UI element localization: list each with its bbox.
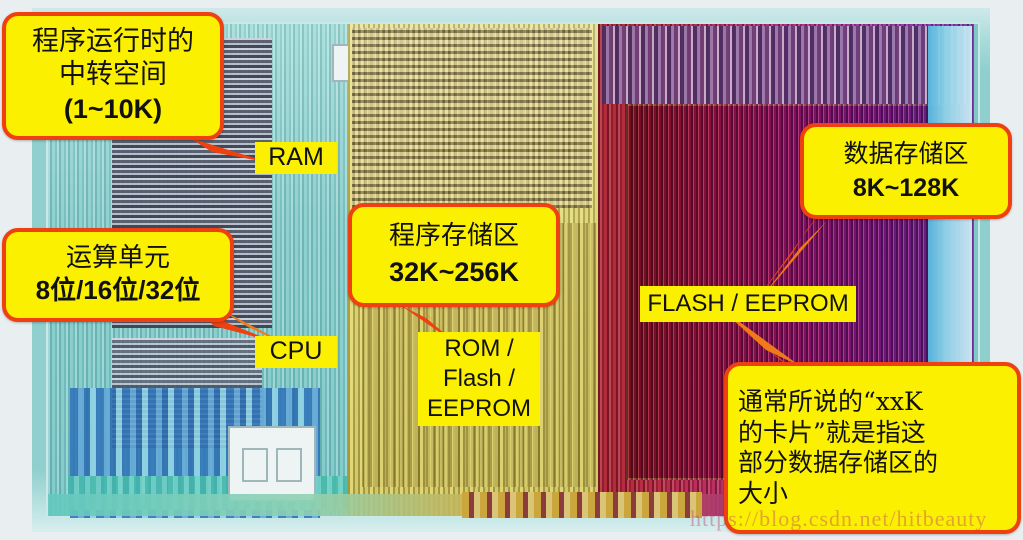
ram-tag-label: RAM [268,143,324,172]
ram-tag[interactable]: RAM [255,142,337,174]
rom-callout[interactable]: 程序存储区 32K~256K [348,203,560,307]
flash-callout-line1: 数据存储区 [843,139,969,168]
card-size-callout-line2: 的卡片”就是指这 [738,417,926,447]
rom-callout-line2: 32K~256K [389,257,519,288]
cpu-tag-label: CPU [269,337,323,366]
die-bond-pad [276,448,302,482]
cpu-callout[interactable]: 运算单元 8位/16位/32位 [2,228,234,322]
flash-callout[interactable]: 数据存储区 8K~128K [800,123,1012,219]
rom-tag-line2: Flash / [442,365,516,392]
card-size-callout-line4: 大小 [738,478,789,508]
flash-callout-line2: 8K~128K [852,173,960,202]
flash-tag[interactable]: FLASH / EEPROM [640,286,856,322]
rom-tag-line3: EEPROM [426,395,531,422]
cpu-callout-line2: 8位/16位/32位 [35,275,201,305]
card-size-callout-line1: 通常所说的“xxK [738,387,923,416]
rom-tag-line1: ROM / [444,335,514,362]
rom-callout-line1: 程序存储区 [388,220,519,251]
cpu-tag[interactable]: CPU [255,336,337,368]
ram-callout-line3: (1~10K) [63,94,163,125]
die-bottom-pad-row [462,492,702,518]
die-midtop-logic [352,28,592,208]
ram-callout-line2: 中转空间 [59,58,167,90]
card-size-callout[interactable]: 通常所说的“xxK 的卡片”就是指这 部分数据存储区的 大小 [724,362,1021,534]
rom-tag[interactable]: ROM / Flash / EEPROM [418,332,540,426]
card-size-callout-line3: 部分数据存储区的 [738,448,939,477]
ram-callout[interactable]: 程序运行时的 中转空间 (1~10K) [2,12,224,140]
cpu-callout-line1: 运算单元 [65,243,170,274]
die-bond-pad [242,448,268,482]
ram-callout-line1: 程序运行时的 [32,25,194,57]
watermark: https://blog.csdn.net/hitbeauty [690,506,988,531]
die-right-decoder-band [602,26,972,104]
flash-tag-label: FLASH / EEPROM [647,290,849,317]
